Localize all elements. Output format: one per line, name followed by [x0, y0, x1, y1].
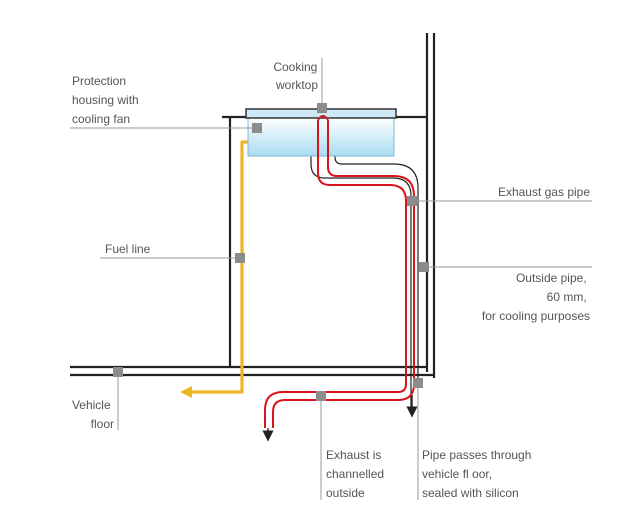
leader-lines [70, 58, 592, 500]
label-cooking-worktop: Cooking worktop [273, 60, 320, 92]
marker-protection-housing [252, 123, 262, 133]
marker-pipe-passes [413, 378, 423, 388]
fuel-line-arrowhead [180, 386, 192, 398]
outside-cooling-pipe [310, 150, 419, 412]
exhaust-gas-pipe [264, 115, 415, 428]
label-pipe-passes: Pipe passes through vehicle fl oor, seal… [422, 448, 535, 500]
marker-outside-pipe [419, 262, 429, 272]
marker-cooking-worktop [317, 103, 327, 113]
callout-markers [113, 103, 429, 401]
label-exhaust-outside: Exhaust is channelled outside [326, 448, 387, 500]
label-outside-pipe: Outside pipe, 60 mm, for cooling purpose… [482, 271, 590, 323]
protection-housing [247, 117, 395, 157]
marker-exhaust-gas-pipe [407, 196, 417, 206]
marker-fuel-line [235, 253, 245, 263]
label-protection-housing: Protection housing with cooling fan [72, 74, 142, 126]
marker-vehicle-floor [113, 367, 123, 377]
label-fuel-line: Fuel line [105, 242, 151, 256]
marker-exhaust-outside [316, 391, 326, 401]
fuel-line-pipe [190, 140, 252, 394]
label-vehicle-floor: Vehicle floor [72, 398, 114, 431]
label-exhaust-gas-pipe: Exhaust gas pipe [498, 185, 590, 199]
